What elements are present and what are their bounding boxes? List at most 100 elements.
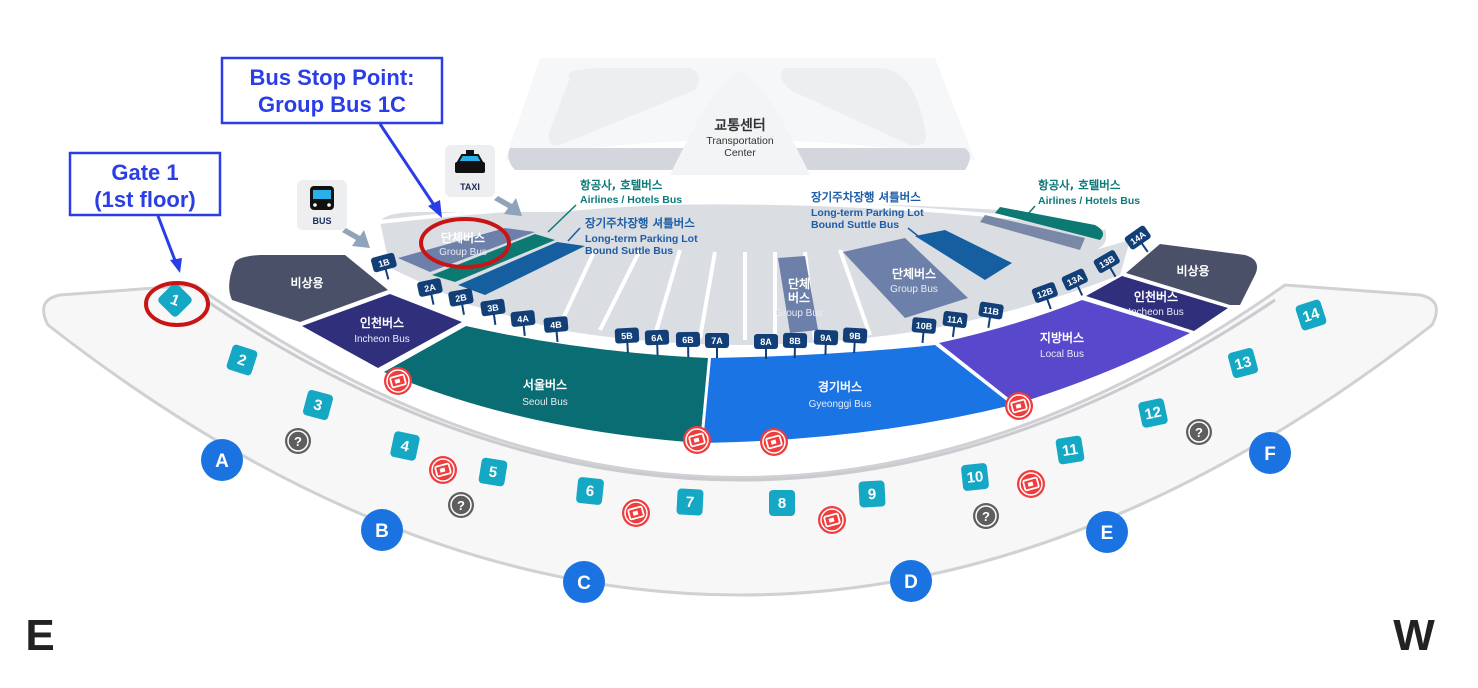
gate-label: 10: [966, 468, 984, 487]
gate-6: 6: [576, 477, 604, 505]
label-parking-right: 장기주차장행 셔틀버스 Long-term Parking Lot Bound …: [811, 190, 924, 237]
gate-2: 2: [226, 344, 258, 376]
gate-label: 11: [1061, 441, 1079, 460]
ticket-machine-icon: [818, 506, 846, 534]
svg-text:?: ?: [1195, 425, 1203, 440]
zone-emergency-right-area: [1126, 244, 1258, 305]
bus-stop-9B: 9B: [842, 327, 868, 354]
svg-text:(1st floor): (1st floor): [94, 187, 195, 212]
svg-text:항공사, 호텔버스: 항공사, 호텔버스: [1038, 178, 1121, 192]
gate-label: 7: [685, 494, 694, 511]
svg-text:TAXI: TAXI: [460, 182, 480, 192]
zone-emergency-left-area: [229, 255, 388, 322]
bus-stop-label: 2A: [423, 282, 437, 294]
gate1-annotation: Gate 1 (1st floor): [68, 151, 222, 273]
transport-center-ko: 교통센터: [714, 118, 766, 134]
bus-stop-label: 2B: [454, 292, 468, 304]
ticket-machine-icon: [622, 499, 650, 527]
gate-label: 5: [487, 463, 498, 481]
bus-stop-13A: 13A: [1061, 268, 1088, 296]
transport-center-en2: Center: [724, 147, 756, 159]
bus-stop-12B: 12B: [1031, 282, 1058, 310]
svg-text:인천버스: 인천버스: [1134, 289, 1178, 304]
highlight-gate-1: [144, 281, 210, 327]
ticket-machine-icon: [1017, 470, 1045, 498]
bus-stop-4A: 4A: [510, 310, 536, 337]
bus-stop-point-annotation: Bus Stop Point: Group Bus 1C: [220, 56, 444, 218]
section-F: F: [1249, 432, 1291, 474]
svg-text:Seoul Bus: Seoul Bus: [522, 397, 568, 408]
airlines-bay-left: [432, 234, 555, 282]
compass-west: W: [1393, 611, 1435, 660]
ticket-machine-icon: [683, 426, 711, 454]
svg-text:Long-term Parking Lot: Long-term Parking Lot: [811, 207, 924, 219]
svg-text:단체버스: 단체버스: [441, 230, 485, 245]
svg-text:인천버스: 인천버스: [360, 315, 404, 330]
svg-text:Bound Suttle Bus: Bound Suttle Bus: [585, 245, 673, 257]
ticket-machine-icon: [429, 456, 457, 484]
label-airlines-right: 항공사, 호텔버스 Airlines / Hotels Bus: [1027, 178, 1140, 215]
section-B: B: [361, 509, 403, 551]
svg-text:Bus Stop Point:: Bus Stop Point:: [250, 65, 415, 90]
compass-east: E: [25, 611, 54, 660]
bus-stop-label: 11B: [982, 305, 1000, 317]
svg-text:Local Bus: Local Bus: [1040, 349, 1084, 360]
section-label: A: [215, 451, 229, 472]
svg-text:Gate 1: Gate 1: [111, 160, 178, 185]
bus-stop-label: 9A: [820, 333, 832, 343]
bus-stop-label: 9B: [849, 331, 862, 342]
gate-label: 14: [1301, 305, 1323, 327]
ticket-machine-icons: [384, 367, 1045, 534]
gate-4: 4: [390, 431, 420, 461]
gate-7: 7: [676, 488, 704, 516]
svg-text:Airlines / Hotels Bus: Airlines / Hotels Bus: [1038, 195, 1140, 207]
gate-10: 10: [961, 463, 989, 491]
bus-stop-label: 4B: [550, 319, 563, 330]
bus-stop-3B: 3B: [480, 298, 506, 325]
zone-local: 지방버스 Local Bus: [1040, 330, 1084, 360]
bus-stop-11B: 11B: [978, 301, 1004, 328]
svg-text:버스: 버스: [788, 290, 810, 305]
zone-seoul: 서울버스 Seoul Bus: [522, 377, 568, 408]
highlight-group-bus-1c: [419, 217, 511, 269]
ticket-machine-icon: [1005, 392, 1033, 420]
svg-text:장기주차장행 셔틀버스: 장기주차장행 셔틀버스: [585, 216, 695, 230]
group-bus-bay-mid: [778, 256, 818, 333]
transportation-center: 교통센터 Transportation Center: [505, 58, 975, 175]
svg-text:?: ?: [294, 434, 302, 449]
bus-stop-label: 1B: [377, 257, 391, 270]
parking-bay-right: [915, 230, 1012, 280]
zone-incheon-left: 인천버스 Incheon Bus: [354, 315, 410, 345]
bus-stop-6A: 6A: [644, 329, 670, 356]
bay-dividers: [379, 200, 1106, 341]
zone-group-left: 단체버스 Group Bus: [439, 230, 487, 258]
svg-text:?: ?: [982, 509, 990, 524]
information-icon: ?: [448, 492, 474, 518]
zone-gyeonggi-area: [703, 345, 1012, 443]
gate-9: 9: [858, 480, 886, 508]
svg-text:Group Bus: Group Bus: [775, 308, 823, 319]
section-label: B: [375, 521, 389, 542]
taxi-icon: TAXI: [445, 145, 495, 197]
svg-text:Bound Suttle Bus: Bound Suttle Bus: [811, 219, 899, 231]
gray-bay-right: [980, 215, 1085, 250]
zone-local-area: [939, 300, 1190, 404]
ticket-machine-icon: [760, 428, 788, 456]
information-icon: ?: [1186, 419, 1212, 445]
bus-stop-1B: 1B: [371, 252, 397, 280]
section-E: E: [1086, 511, 1128, 553]
bus-stop-8B: 8B: [782, 332, 808, 359]
label-parking-left: 장기주차장행 셔틀버스 Long-term Parking Lot Bound …: [567, 216, 698, 257]
gate-label: 9: [867, 486, 876, 503]
bus-stop-13B: 13B: [1093, 250, 1120, 278]
taxi-arrow-icon: [494, 196, 522, 216]
ticket-machine-icon: [384, 367, 412, 395]
bus-stop-label: 3B: [487, 302, 500, 314]
bus-stop-4B: 4B: [543, 316, 569, 343]
section-label: F: [1264, 444, 1276, 465]
svg-text:서울버스: 서울버스: [523, 377, 567, 392]
bus-arrow-icon: [342, 228, 370, 248]
bus-stop-2B: 2B: [448, 288, 474, 315]
gate-11: 11: [1055, 435, 1085, 465]
